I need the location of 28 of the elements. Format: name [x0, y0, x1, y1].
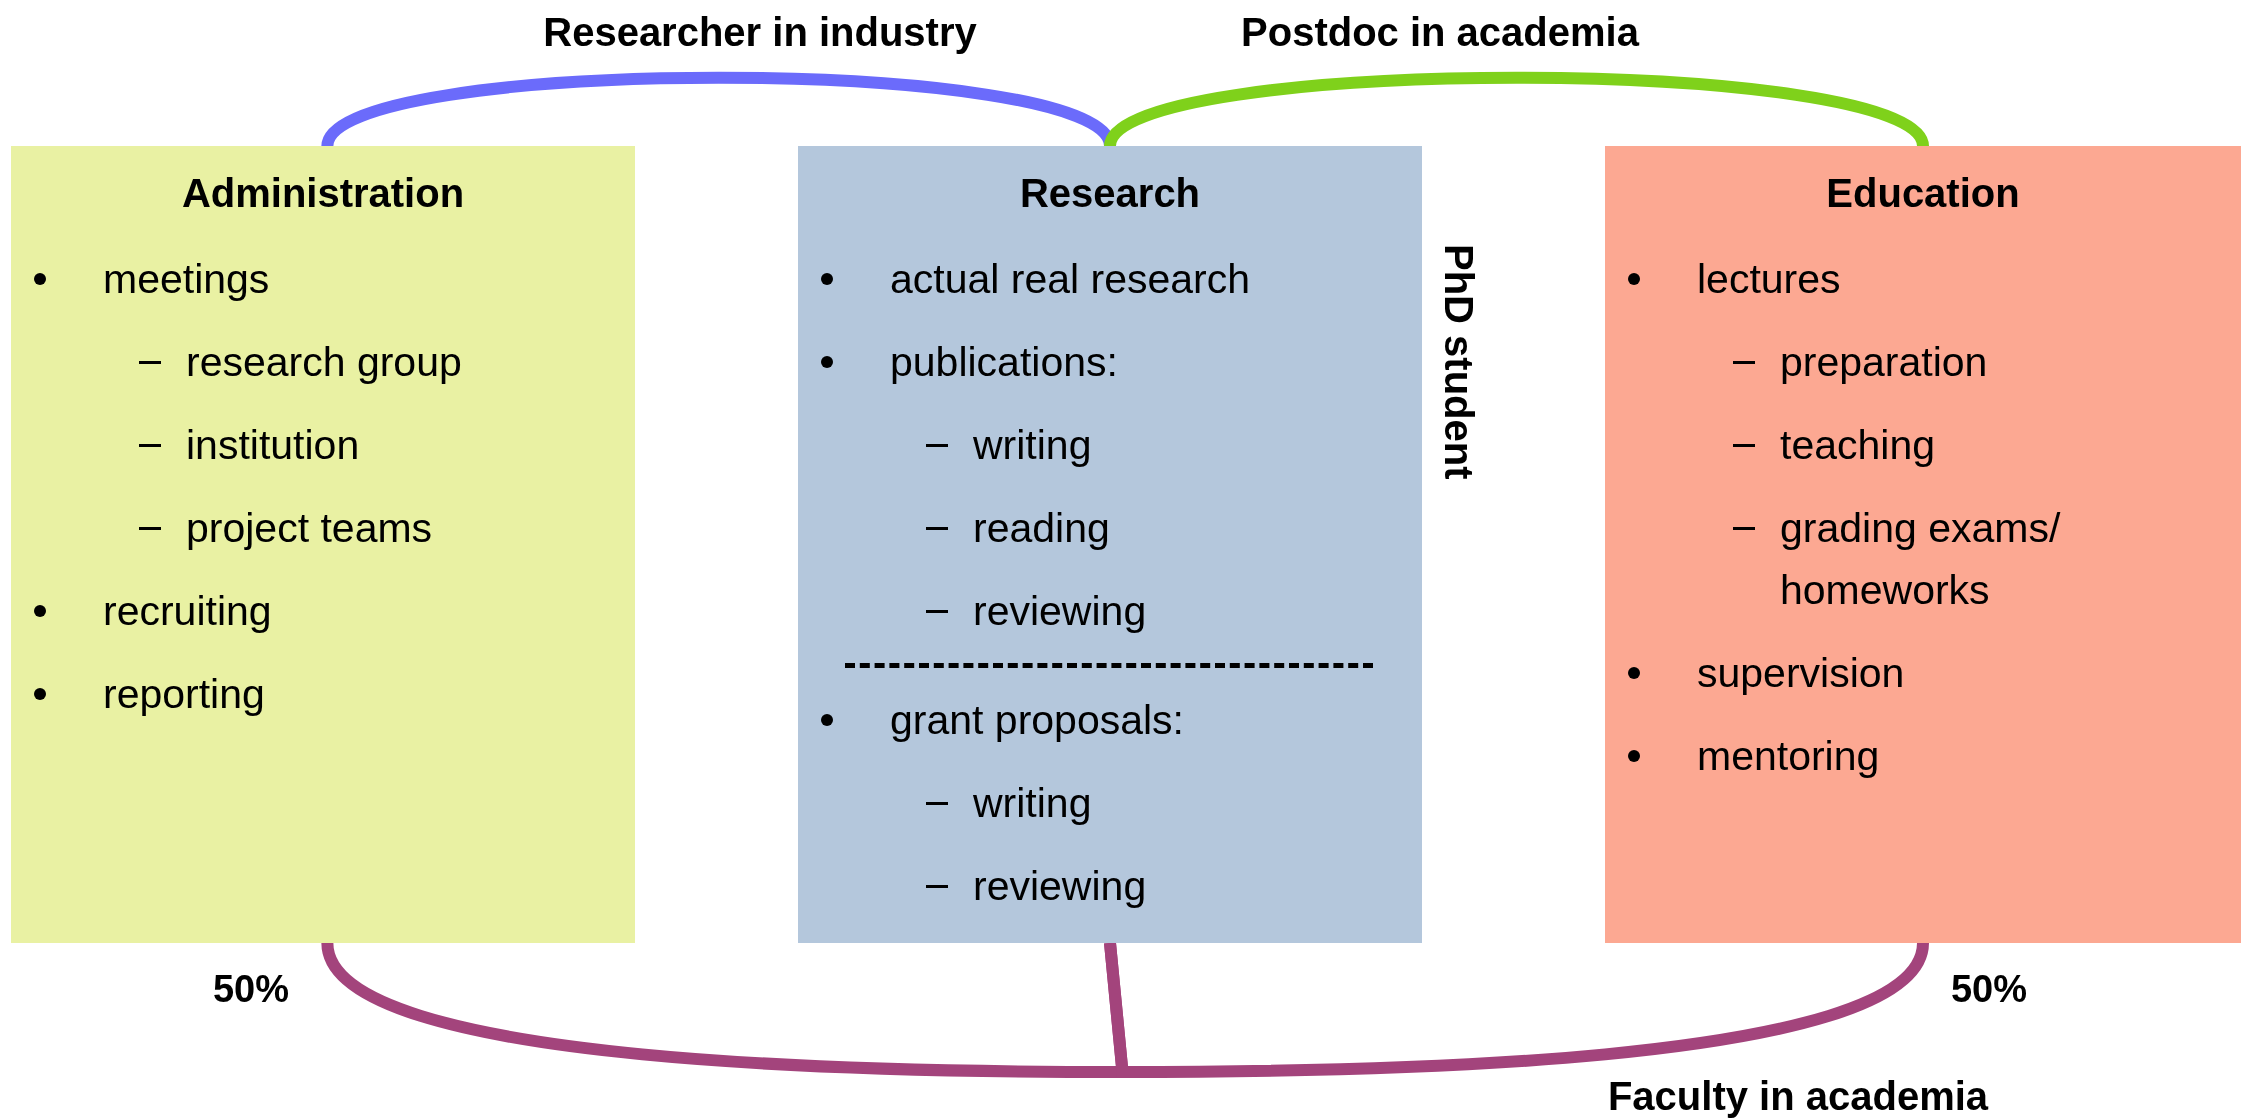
list-item-text: mentoring — [1697, 732, 1881, 781]
panel-heading: Education — [1825, 170, 2021, 217]
list-item-text: reading — [973, 504, 1111, 553]
list-item-text: reviewing — [973, 587, 1148, 636]
list-item-text: supervision — [1697, 649, 1906, 698]
percentage-label: 50% — [1950, 967, 2028, 1011]
list-item-text: grant proposals: — [890, 696, 1185, 745]
list-item-text: grading exams/ homeworks — [1780, 504, 2062, 615]
list-item-text: reporting — [103, 670, 266, 719]
list-item-text: writing — [973, 779, 1093, 828]
percentage-label: 50% — [212, 967, 290, 1011]
list-item-text: publications: — [890, 338, 1119, 387]
list-item-text: reviewing — [973, 862, 1148, 911]
list-item-text: recruiting — [103, 587, 273, 636]
list-item-text: meetings — [103, 255, 271, 304]
list-item-text: lectures — [1697, 255, 1842, 304]
panel-heading: Research — [1018, 170, 1202, 217]
side-label: PhD student — [1436, 244, 1481, 480]
list-item-text: teaching — [1780, 421, 1936, 470]
list-item-text: research group — [186, 338, 463, 387]
category-panel — [11, 146, 635, 943]
list-item-text: writing — [973, 421, 1093, 470]
list-item-text: institution — [186, 421, 361, 470]
list-item-text: project teams — [186, 504, 434, 553]
list-item-text: actual real research — [890, 255, 1252, 304]
list-item-text: preparation — [1780, 338, 1989, 387]
panel-heading: Administration — [180, 170, 466, 217]
category-panel — [1605, 146, 2241, 943]
